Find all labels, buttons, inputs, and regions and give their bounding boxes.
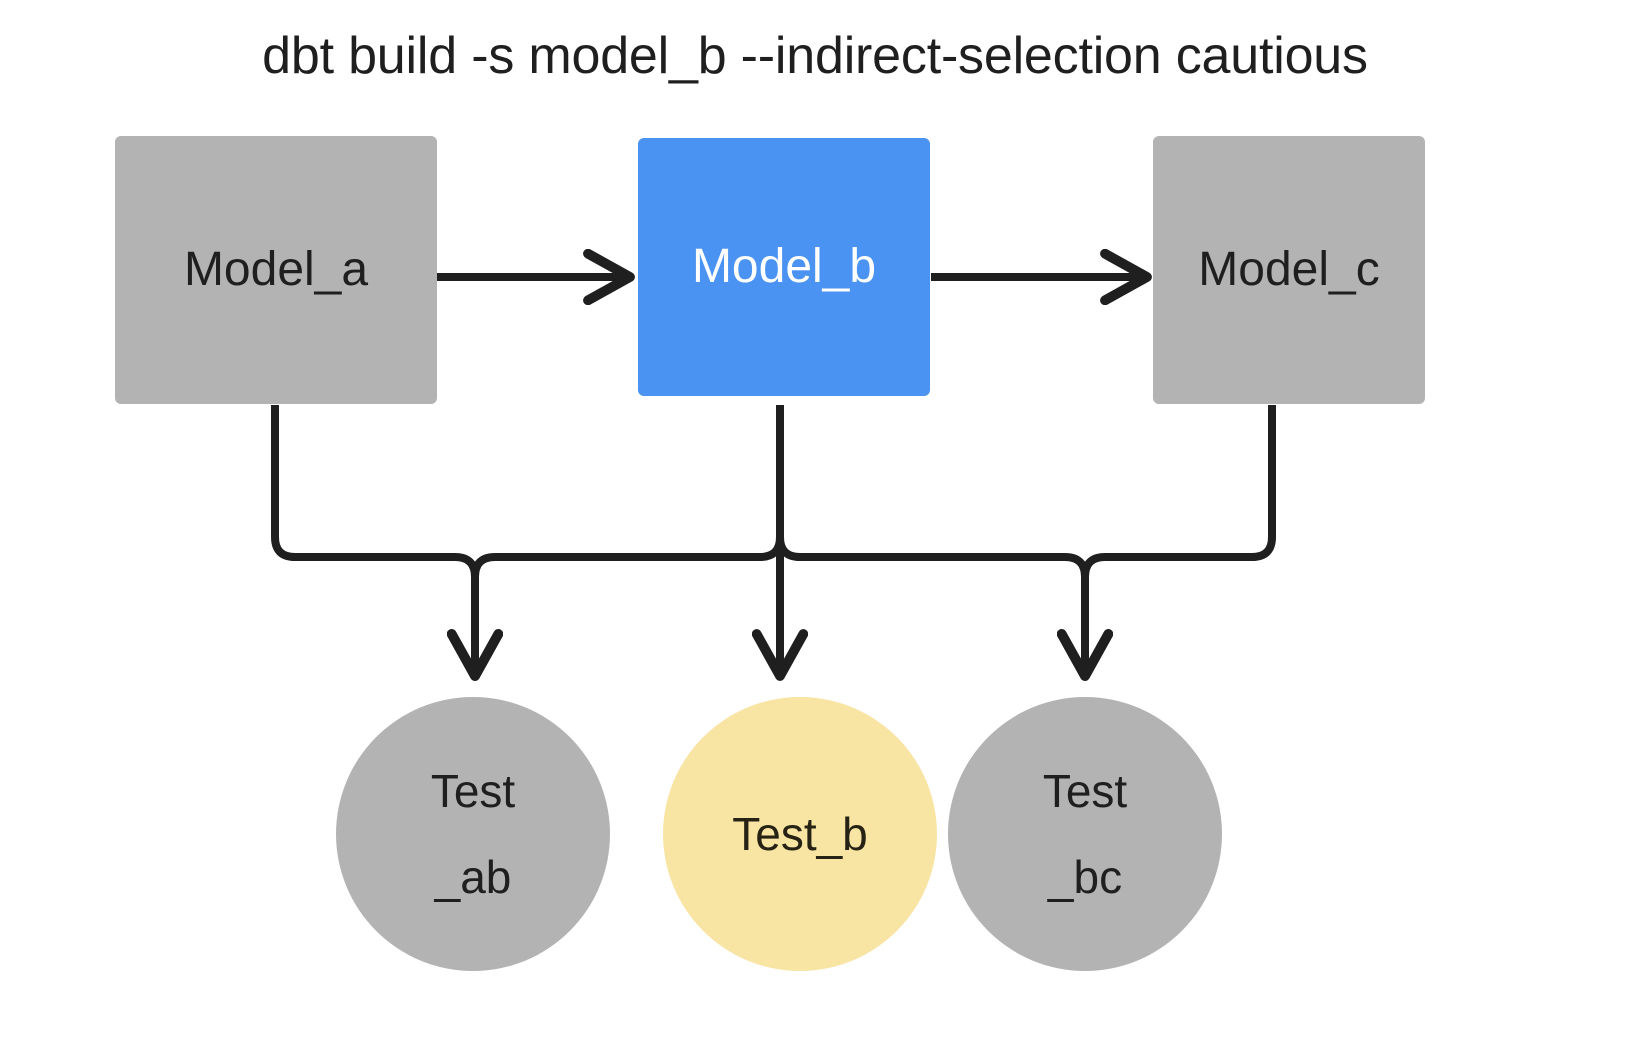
node-test-b[interactable]: Test_b: [663, 697, 937, 971]
node-test-ab-label-line1: Test: [430, 765, 516, 817]
edge-model-b-to-test-ab: [475, 405, 784, 676]
node-test-bc[interactable]: Test _bc: [948, 697, 1222, 971]
node-model-c[interactable]: Model_c: [1153, 136, 1425, 404]
node-model-a[interactable]: Model_a: [115, 136, 437, 404]
edge-model-a-to-test-ab: [271, 405, 475, 676]
page-title: dbt build -s model_b --indirect-selectio…: [262, 27, 1368, 85]
node-model-b[interactable]: Model_b: [638, 138, 930, 396]
node-test-bc-label-line2: _bc: [1047, 851, 1123, 903]
edge-model-b-to-test-bc: [776, 405, 1085, 676]
node-test-ab-label-line2: _ab: [434, 851, 512, 903]
node-test-b-label-line1: Test_b: [732, 808, 868, 860]
node-test-bc-label-line1: Test: [1042, 765, 1128, 817]
node-model-a-label: Model_a: [183, 243, 369, 296]
edge-model-c-to-test-bc: [1085, 405, 1276, 676]
node-test-ab[interactable]: Test _ab: [336, 697, 610, 971]
node-model-c-label: Model_c: [1198, 243, 1380, 296]
node-model-b-label: Model_b: [691, 240, 877, 293]
